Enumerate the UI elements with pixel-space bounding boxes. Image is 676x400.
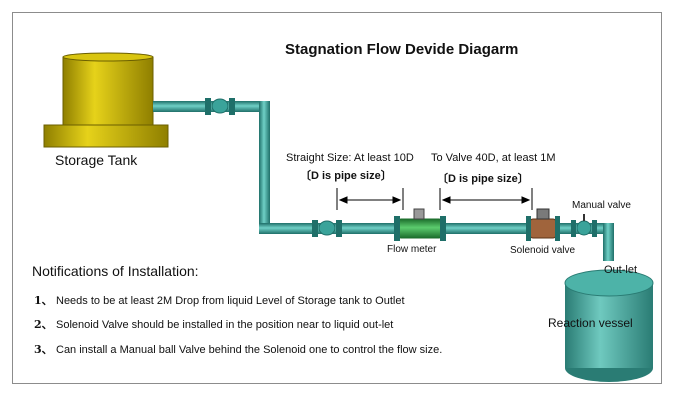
diagram-frame: [12, 12, 662, 384]
solenoid-valve: [526, 208, 560, 241]
storage-tank-label: Storage Tank: [55, 152, 138, 168]
inlet-valve: [205, 98, 235, 115]
notification-number: 2、: [34, 318, 53, 331]
upstream-valve: [312, 220, 342, 237]
upstream-dimension-label: Straight Size: At least 10D: [286, 152, 414, 164]
dimension-arrow-40d: [439, 188, 533, 210]
manual-valve-label: Manual valve: [572, 200, 631, 211]
notification-text: Needs to be at least 2M Drop from liquid…: [56, 295, 405, 307]
dimension-arrow-10d: [336, 188, 404, 210]
notification-item: 3、Can install a Manual ball Valve behind…: [34, 341, 496, 360]
upstream-dimension-note: 〔D is pipe size〕: [300, 170, 392, 182]
downstream-dimension-label: To Valve 40D, at least 1M: [431, 152, 556, 164]
notification-number: 3、: [34, 343, 53, 356]
notification-text: Can install a Manual ball Valve behind t…: [56, 344, 443, 356]
notification-number: 1、: [34, 294, 53, 307]
manual-valve: [571, 214, 597, 237]
notification-text: Solenoid Valve should be installed in th…: [56, 319, 394, 331]
downstream-dimension-note: 〔D is pipe size〕: [437, 173, 529, 185]
flow-meter: [394, 208, 446, 241]
notification-item: 1、Needs to be at least 2M Drop from liqu…: [34, 292, 496, 311]
notification-item: 2、Solenoid Valve should be installed in …: [34, 316, 496, 335]
diagram-title: Stagnation Flow Devide Diagarm: [285, 41, 519, 58]
flow-meter-label: Flow meter: [387, 244, 437, 255]
notifications-title: Notifications of Installation:: [32, 263, 199, 279]
solenoid-valve-label: Solenoid valve: [510, 245, 576, 256]
reaction-vessel: [564, 269, 654, 382]
outlet-label: Out-let: [604, 264, 638, 276]
reaction-vessel-label: Reaction vessel: [548, 316, 633, 330]
storage-tank: [43, 52, 169, 148]
